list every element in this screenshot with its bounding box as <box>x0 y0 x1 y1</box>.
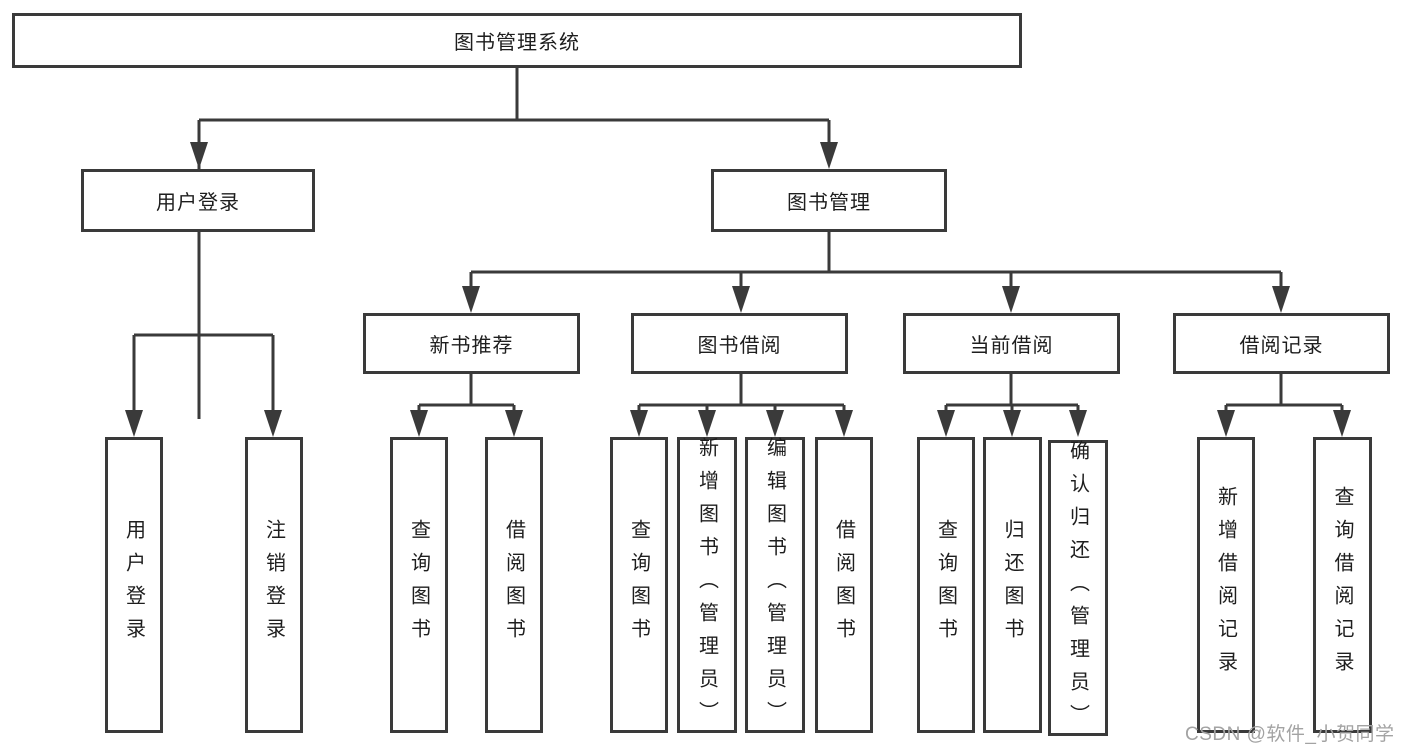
connector-current-borrow-to-leaves <box>937 374 1087 437</box>
leaf-bb-edit-books-admin-label: 编辑图书（管理员） <box>763 436 786 734</box>
connector-new-book-rec-to-leaves <box>410 374 523 437</box>
leaf-logout: 注销登录 <box>245 437 303 733</box>
node-new-book-rec: 新书推荐 <box>363 313 580 374</box>
leaf-br-query-record-label: 查询借阅记录 <box>1331 486 1353 684</box>
csdn-watermark: CSDN @软件_小贺同学 <box>1185 724 1395 745</box>
leaf-nbr-borrow-books-label: 借阅图书 <box>502 519 525 651</box>
node-new-book-rec-label: 新书推荐 <box>429 335 514 357</box>
leaf-nbr-query-books: 查询图书 <box>390 437 448 733</box>
leaf-logout-label: 注销登录 <box>262 519 285 651</box>
leaf-bb-query-books: 查询图书 <box>610 437 668 733</box>
leaf-cb-confirm-return-admin-label: 确认归还（管理员） <box>1066 439 1089 737</box>
leaf-cb-query-books: 查询图书 <box>917 437 975 733</box>
node-user-login: 用户登录 <box>81 169 315 232</box>
leaf-cb-query-books-label: 查询图书 <box>934 519 957 651</box>
leaf-cb-return-books: 归还图书 <box>983 437 1042 733</box>
node-current-borrow-label: 当前借阅 <box>969 335 1054 357</box>
leaf-cb-confirm-return-admin: 确认归还（管理员） <box>1048 439 1108 737</box>
node-borrow-record-label: 借阅记录 <box>1239 335 1324 357</box>
connector-root-to-level2 <box>190 68 838 419</box>
connector-borrow-record-to-leaves <box>1217 374 1351 437</box>
node-current-borrow: 当前借阅 <box>903 313 1120 374</box>
leaf-user-login-label: 用户登录 <box>122 519 145 651</box>
leaf-user-login: 用户登录 <box>105 437 163 733</box>
leaf-bb-edit-books-admin: 编辑图书（管理员） <box>745 436 805 734</box>
node-user-login-label: 用户登录 <box>156 192 240 214</box>
connector-user-login-to-leaves <box>125 232 282 437</box>
node-root-label: 图书管理系统 <box>454 32 580 54</box>
node-book-borrow-label: 图书借阅 <box>697 335 782 357</box>
connector-book-borrow-to-leaves <box>630 374 853 437</box>
connector-book-mgmt-to-level3 <box>462 232 1290 313</box>
node-book-borrow: 图书借阅 <box>631 313 848 374</box>
leaf-bb-add-books-admin: 新增图书（管理员） <box>677 436 737 734</box>
leaf-bb-query-books-label: 查询图书 <box>627 519 650 651</box>
node-book-mgmt: 图书管理 <box>711 169 947 232</box>
leaf-bb-add-books-admin-label: 新增图书（管理员） <box>695 436 718 734</box>
leaf-nbr-borrow-books: 借阅图书 <box>485 437 543 733</box>
leaf-nbr-query-books-label: 查询图书 <box>407 519 430 651</box>
node-root: 图书管理系统 <box>12 13 1022 68</box>
leaf-br-query-record: 查询借阅记录 <box>1313 437 1372 733</box>
leaf-bb-borrow-books: 借阅图书 <box>815 437 873 733</box>
leaf-br-add-record: 新增借阅记录 <box>1197 437 1255 733</box>
node-borrow-record: 借阅记录 <box>1173 313 1390 374</box>
leaf-cb-return-books-label: 归还图书 <box>1001 519 1023 651</box>
leaf-br-add-record-label: 新增借阅记录 <box>1214 486 1237 684</box>
leaf-bb-borrow-books-label: 借阅图书 <box>832 519 855 651</box>
node-book-mgmt-label: 图书管理 <box>787 192 871 214</box>
